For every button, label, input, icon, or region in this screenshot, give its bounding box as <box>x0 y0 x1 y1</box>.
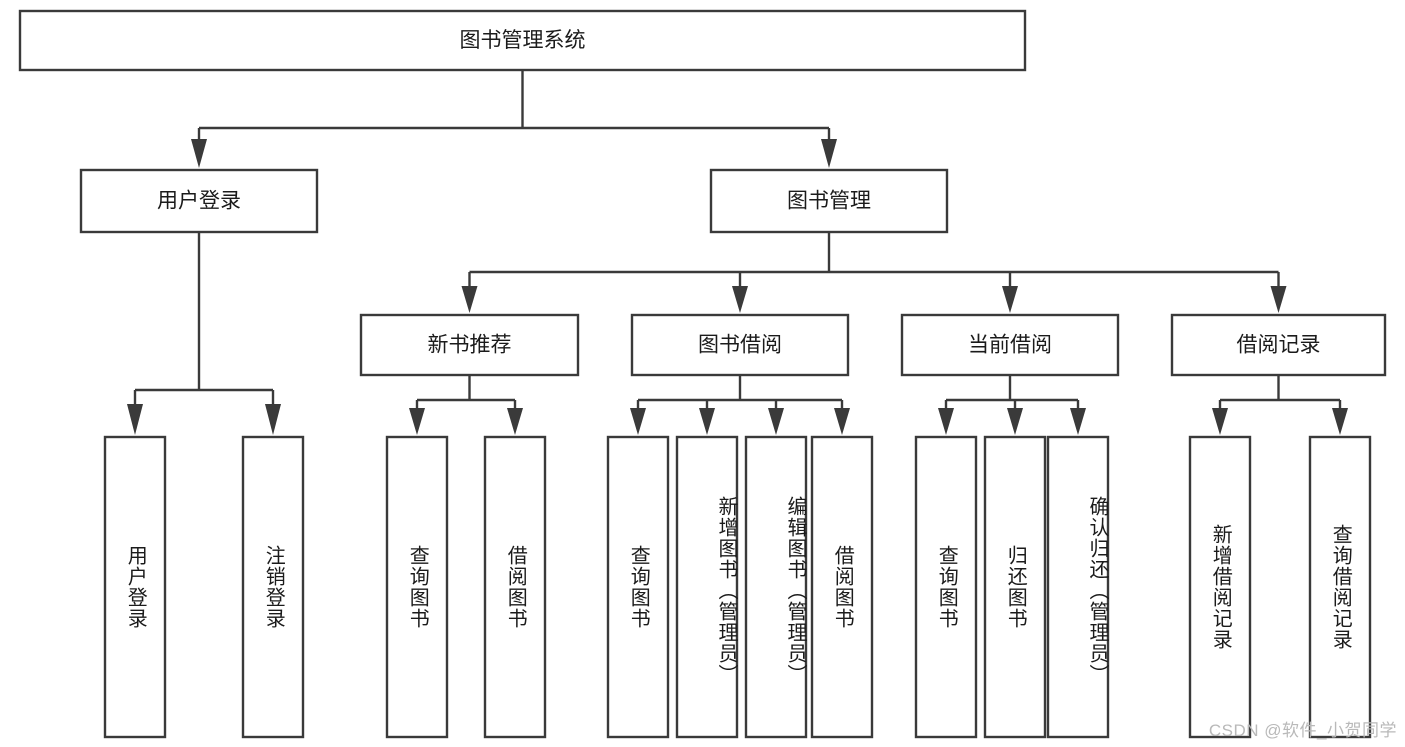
arrow-head-borrowrecord <box>1270 286 1287 313</box>
node-root-label: 图书管理系统 <box>460 29 586 52</box>
arrow-head-leaf-query-book-b <box>630 408 646 435</box>
leaf-box-borrow-book-b[interactable] <box>810 435 874 739</box>
arrow-head-borrowbook <box>732 286 748 313</box>
leaf-box-logout[interactable] <box>241 435 305 739</box>
node-borrow-record-label: 借阅记录 <box>1237 334 1321 357</box>
connector-group-borrowbook <box>630 375 850 435</box>
node-book-management-label: 图书管理 <box>787 190 871 213</box>
node-root-box[interactable] <box>18 9 1027 72</box>
connector-group-userlogin <box>127 232 281 435</box>
arrow-head-leaf-borrow-book-a <box>507 408 523 435</box>
node-book-management-box[interactable] <box>709 168 949 234</box>
connector-group-bookmgmt <box>461 232 1287 313</box>
arrow-head-leaf-user-login <box>127 404 143 435</box>
connector-group-root <box>191 70 837 168</box>
leaf-box-confirm-return[interactable] <box>1046 435 1110 739</box>
node-book-management[interactable]: 图书管理 <box>709 168 949 234</box>
node-borrow-record-box[interactable] <box>1170 313 1387 377</box>
leaf-box-edit-book[interactable] <box>744 435 808 739</box>
node-new-book-recommend[interactable]: 新书推荐 <box>359 313 580 377</box>
arrow-head-leaf-add-book <box>699 408 715 435</box>
arrow-head-leaf-logout <box>265 404 281 435</box>
arrow-head-bookmgmt <box>821 139 837 168</box>
node-book-borrow[interactable]: 图书借阅 <box>630 313 850 377</box>
arrow-head-leaf-query-record <box>1332 408 1348 435</box>
arrow-head-userlogin <box>191 139 207 168</box>
leaf-box-return-book[interactable] <box>983 435 1047 739</box>
arrow-head-leaf-query-book-c <box>938 408 954 435</box>
leaf-box-query-book-b[interactable] <box>606 435 670 739</box>
arrow-head-leaf-return-book <box>1007 408 1023 435</box>
node-book-borrow-box[interactable] <box>630 313 850 377</box>
arrow-head-newbook <box>461 286 478 313</box>
connector-group-newbook <box>409 375 523 435</box>
node-new-book-recommend-box[interactable] <box>359 313 580 377</box>
leaf-box-borrow-book-a[interactable] <box>483 435 547 739</box>
node-borrow-record[interactable]: 借阅记录 <box>1170 313 1387 377</box>
watermark-csdn: CSDN @软件_小贺同学 <box>1208 721 1397 740</box>
arrow-head-leaf-add-record <box>1212 408 1228 435</box>
leaf-box-query-record[interactable] <box>1308 435 1372 739</box>
node-current-borrow-box[interactable] <box>900 313 1120 377</box>
arrow-head-currentborrow <box>1002 286 1018 313</box>
leaf-box-user-login[interactable] <box>103 435 167 739</box>
node-user-login-label: 用户登录 <box>157 190 241 213</box>
arrow-head-leaf-borrow-book-b <box>834 408 850 435</box>
node-current-borrow[interactable]: 当前借阅 <box>900 313 1120 377</box>
node-current-borrow-label: 当前借阅 <box>968 334 1052 357</box>
leaf-box-group <box>103 435 1372 739</box>
leaf-box-query-book-a[interactable] <box>385 435 449 739</box>
node-root[interactable]: 图书管理系统 <box>18 9 1027 72</box>
connector-group-borrowrecord <box>1212 375 1348 435</box>
leaf-box-add-book[interactable] <box>675 435 739 739</box>
node-user-login[interactable]: 用户登录 <box>79 168 319 234</box>
connector-group-currentborrow <box>938 375 1086 435</box>
arrow-head-leaf-confirm-return <box>1070 408 1086 435</box>
leaf-box-query-book-c[interactable] <box>914 435 978 739</box>
node-user-login-box[interactable] <box>79 168 319 234</box>
node-new-book-recommend-label: 新书推荐 <box>428 334 512 357</box>
arrow-head-leaf-edit-book <box>768 408 784 435</box>
leaf-box-add-record[interactable] <box>1188 435 1252 739</box>
node-book-borrow-label: 图书借阅 <box>698 334 782 357</box>
arrow-head-leaf-query-book-a <box>409 408 425 435</box>
